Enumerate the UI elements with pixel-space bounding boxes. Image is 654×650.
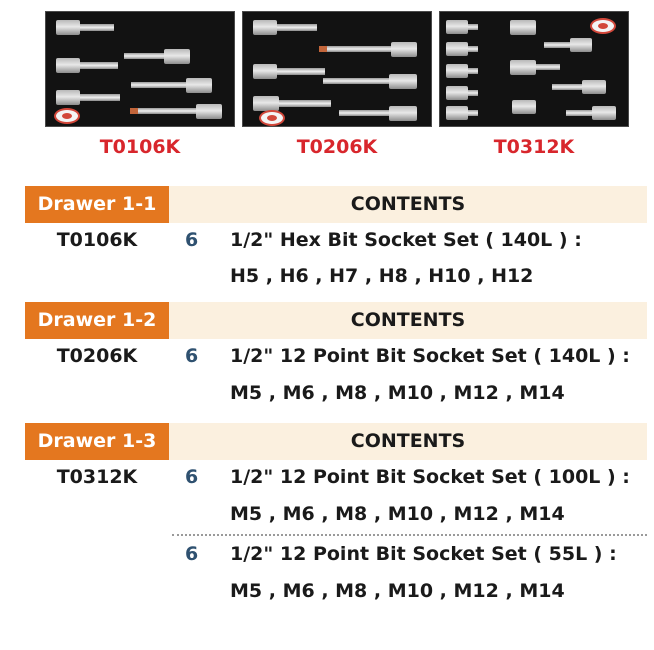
socket [253,64,277,79]
bit [566,110,592,116]
drawer-tag: Drawer 1-2 [25,302,169,339]
socket [56,58,80,73]
item-quantity: 6 [185,543,199,565]
product-photo-t0312k [439,11,629,127]
bit [339,110,389,116]
brand-logo-icon [54,108,80,124]
socket [446,64,468,78]
bit [323,78,389,84]
contents-header: CONTENTS [169,423,647,460]
socket [446,42,468,56]
item-sizes: M5 , M6 , M8 , M10 , M12 , M14 [230,382,565,404]
brand-logo-icon [259,110,285,126]
socket [510,20,536,35]
drawer-tag: Drawer 1-3 [25,423,169,460]
bit-tip [319,46,327,52]
socket [186,78,212,93]
socket [510,60,536,75]
bit [124,53,164,59]
bit [327,46,391,52]
item-description: 1/2" Hex Bit Socket Set ( 140L ) : [230,229,582,251]
bit-tip [130,108,138,114]
socket [56,20,80,35]
bit [279,100,331,107]
socket [446,86,468,100]
socket [196,104,222,119]
drawer-product-code: T0206K [56,345,138,367]
item-description: 1/2" 12 Point Bit Socket Set ( 55L ) : [230,543,617,565]
item-quantity: 6 [185,229,199,251]
bit [277,68,325,75]
socket [582,80,606,94]
product-code-label: T0312K [493,136,575,158]
product-code-label: T0106K [99,136,181,158]
bit [468,110,478,116]
brand-logo-icon [590,18,616,34]
product-photo-t0106k [45,11,235,127]
item-quantity: 6 [185,466,199,488]
bit [80,62,118,69]
product-photo-t0206k [242,11,432,127]
bit [80,94,120,101]
contents-header: CONTENTS [169,186,647,223]
socket [570,38,592,52]
bit [277,24,317,31]
bit [138,108,196,114]
bit [80,24,114,31]
socket [592,106,616,120]
contents-header: CONTENTS [169,302,647,339]
bit [552,84,582,90]
socket [512,100,536,114]
socket [253,20,277,35]
row-divider [172,534,647,536]
drawer-product-code: T0106K [56,229,138,251]
socket [253,96,279,111]
socket [164,49,190,64]
item-sizes: M5 , M6 , M8 , M10 , M12 , M14 [230,503,565,525]
bit [468,46,478,52]
bit [468,90,478,96]
item-description: 1/2" 12 Point Bit Socket Set ( 100L ) : [230,466,630,488]
drawer-product-code: T0312K [56,466,138,488]
bit [468,24,478,30]
socket [389,74,417,89]
socket [389,106,417,121]
bit [131,82,186,88]
drawer-tag: Drawer 1-1 [25,186,169,223]
socket [56,90,80,105]
bit [544,42,570,48]
socket [446,106,468,120]
socket [391,42,417,57]
item-sizes: M5 , M6 , M8 , M10 , M12 , M14 [230,580,565,602]
item-sizes: H5 , H6 , H7 , H8 , H10 , H12 [230,265,534,287]
item-description: 1/2" 12 Point Bit Socket Set ( 140L ) : [230,345,630,367]
item-quantity: 6 [185,345,199,367]
bit [536,64,560,70]
product-code-label: T0206K [296,136,378,158]
bit [468,68,478,74]
socket [446,20,468,34]
